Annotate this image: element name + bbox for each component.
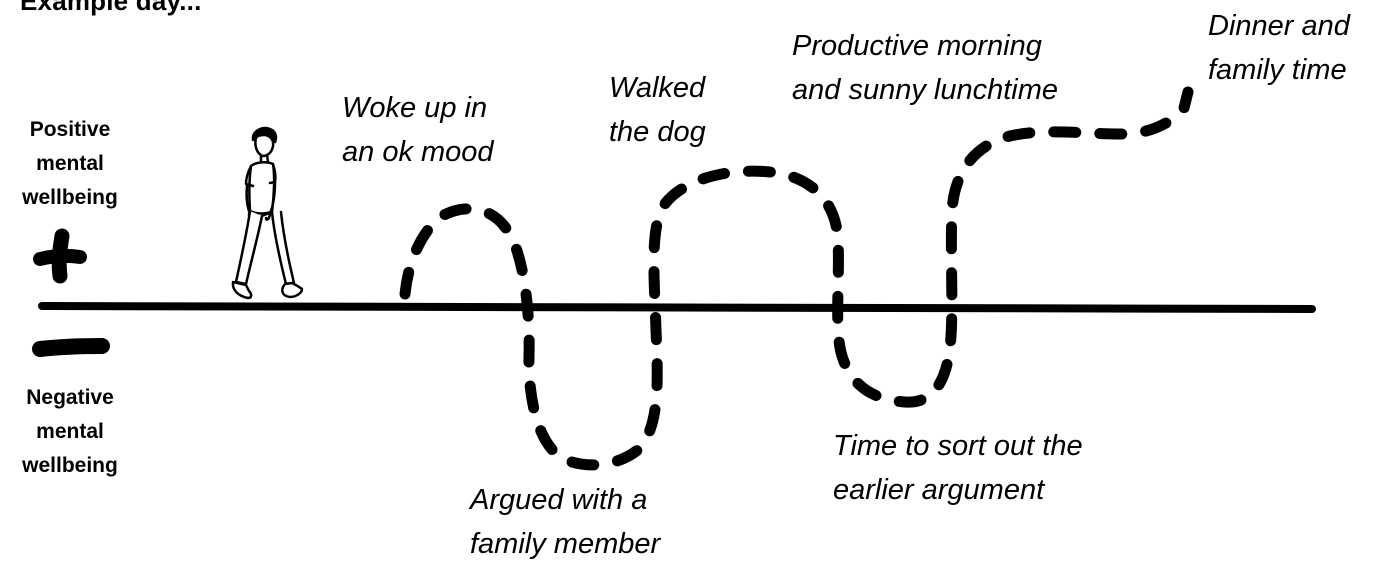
plus-icon — [40, 236, 80, 276]
minus-icon — [40, 346, 102, 349]
walking-person-icon — [233, 128, 302, 298]
baseline-axis — [42, 306, 1312, 309]
wellbeing-journey-line — [405, 92, 1188, 465]
